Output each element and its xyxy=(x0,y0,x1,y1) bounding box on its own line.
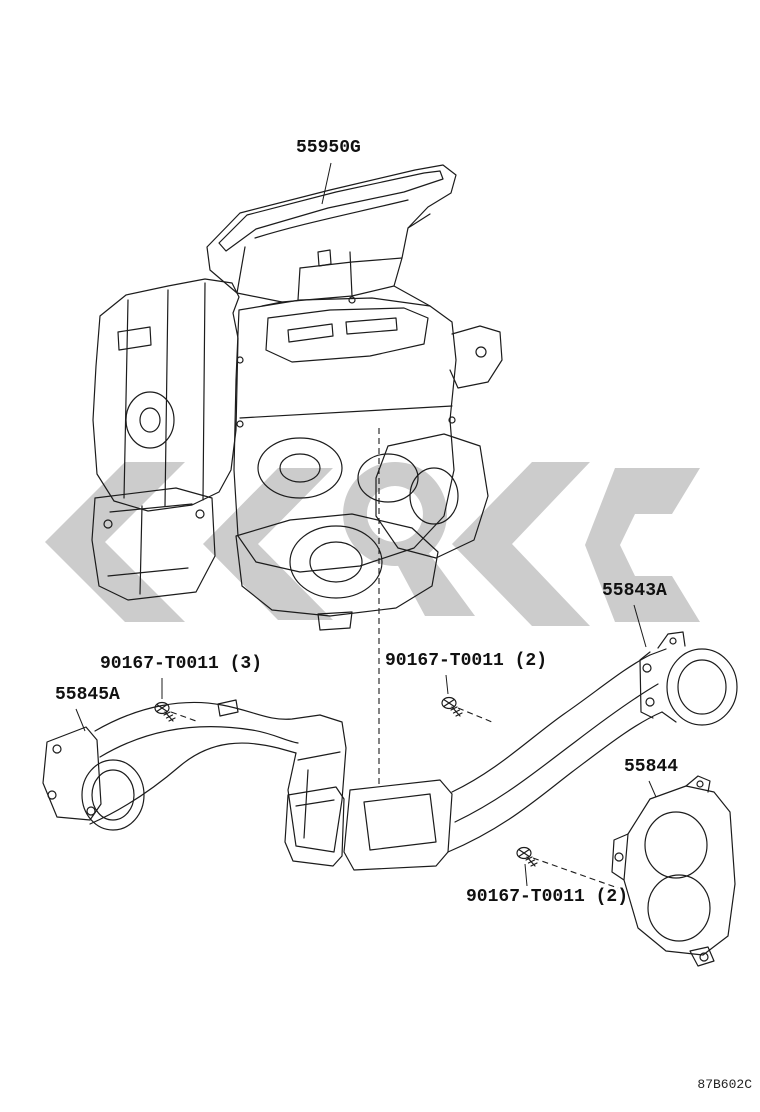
figure-code: 87B602C xyxy=(697,1077,752,1092)
part-label-90167-T0011-qty2-center[interactable]: 90167-T0011 (2) xyxy=(385,651,548,671)
part-label-55843A[interactable]: 55843A xyxy=(602,581,667,601)
part-label-90167-T0011-qty2-lower[interactable]: 90167-T0011 (2) xyxy=(466,887,629,907)
screw-icon xyxy=(441,696,463,717)
leader-lines xyxy=(75,162,657,887)
part-label-55844[interactable]: 55844 xyxy=(624,757,679,777)
part-label-55845A[interactable]: 55845A xyxy=(55,685,120,705)
heater-unit-drawing xyxy=(91,278,503,631)
duct-55844-drawing xyxy=(611,775,736,967)
part-label-55950G[interactable]: 55950G xyxy=(296,138,361,158)
dashed-reference-lines xyxy=(170,428,619,889)
screw-icon xyxy=(516,846,538,867)
part-label-90167-T0011-qty3[interactable]: 90167-T0011 (3) xyxy=(100,654,263,674)
defroster-nozzle-drawing xyxy=(206,164,457,303)
screw-icon xyxy=(154,701,176,722)
duct-55845A-drawing xyxy=(42,699,347,853)
duct-55843A-drawing xyxy=(284,631,738,871)
